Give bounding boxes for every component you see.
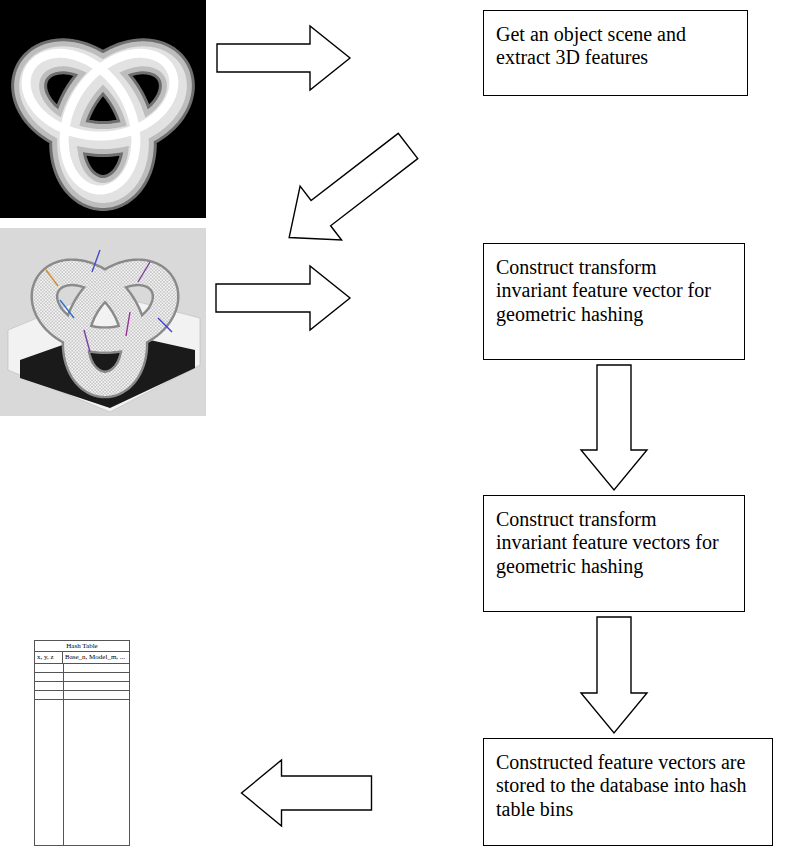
process-box: Construct transform invariant feature ve…: [483, 243, 745, 360]
plot-background: [0, 228, 206, 416]
block-arrow: [581, 617, 647, 733]
block-arrow: [216, 266, 350, 330]
table-body: [35, 700, 129, 845]
table-cell: Base_n, Model_m, ...: [63, 652, 129, 662]
table-row: [35, 691, 129, 700]
process-box: Get an object scene and extract 3D featu…: [483, 10, 748, 96]
box-text: Constructed feature vectors are stored t…: [496, 751, 760, 821]
block-arrow: [242, 760, 372, 826]
hash-table: Hash Tablex, y, zBase_n, Model_m, ...: [34, 640, 130, 846]
process-box: Constructed feature vectors are stored t…: [483, 738, 773, 846]
normal-vectors: [46, 250, 172, 352]
table-title: Hash Table: [35, 641, 129, 652]
table-header-row: x, y, zBase_n, Model_m, ...: [35, 652, 129, 663]
process-box: Construct transform invariant feature ve…: [483, 495, 745, 612]
table-row: [35, 664, 129, 673]
render-background: [0, 0, 206, 218]
knot-render: [26, 53, 177, 193]
knot-mesh: [44, 272, 165, 384]
table-row: [35, 673, 129, 682]
block-arrow: [217, 26, 350, 90]
table-cell: x, y, z: [35, 652, 63, 662]
block-arrow: [581, 365, 647, 490]
box-text: Get an object scene and extract 3D featu…: [496, 23, 735, 70]
table-row: [35, 682, 129, 691]
box-text: Construct transform invariant feature ve…: [496, 508, 732, 578]
block-arrow: [268, 119, 428, 264]
block-arrows: [216, 26, 429, 330]
box-text: Construct transform invariant feature ve…: [496, 256, 732, 326]
